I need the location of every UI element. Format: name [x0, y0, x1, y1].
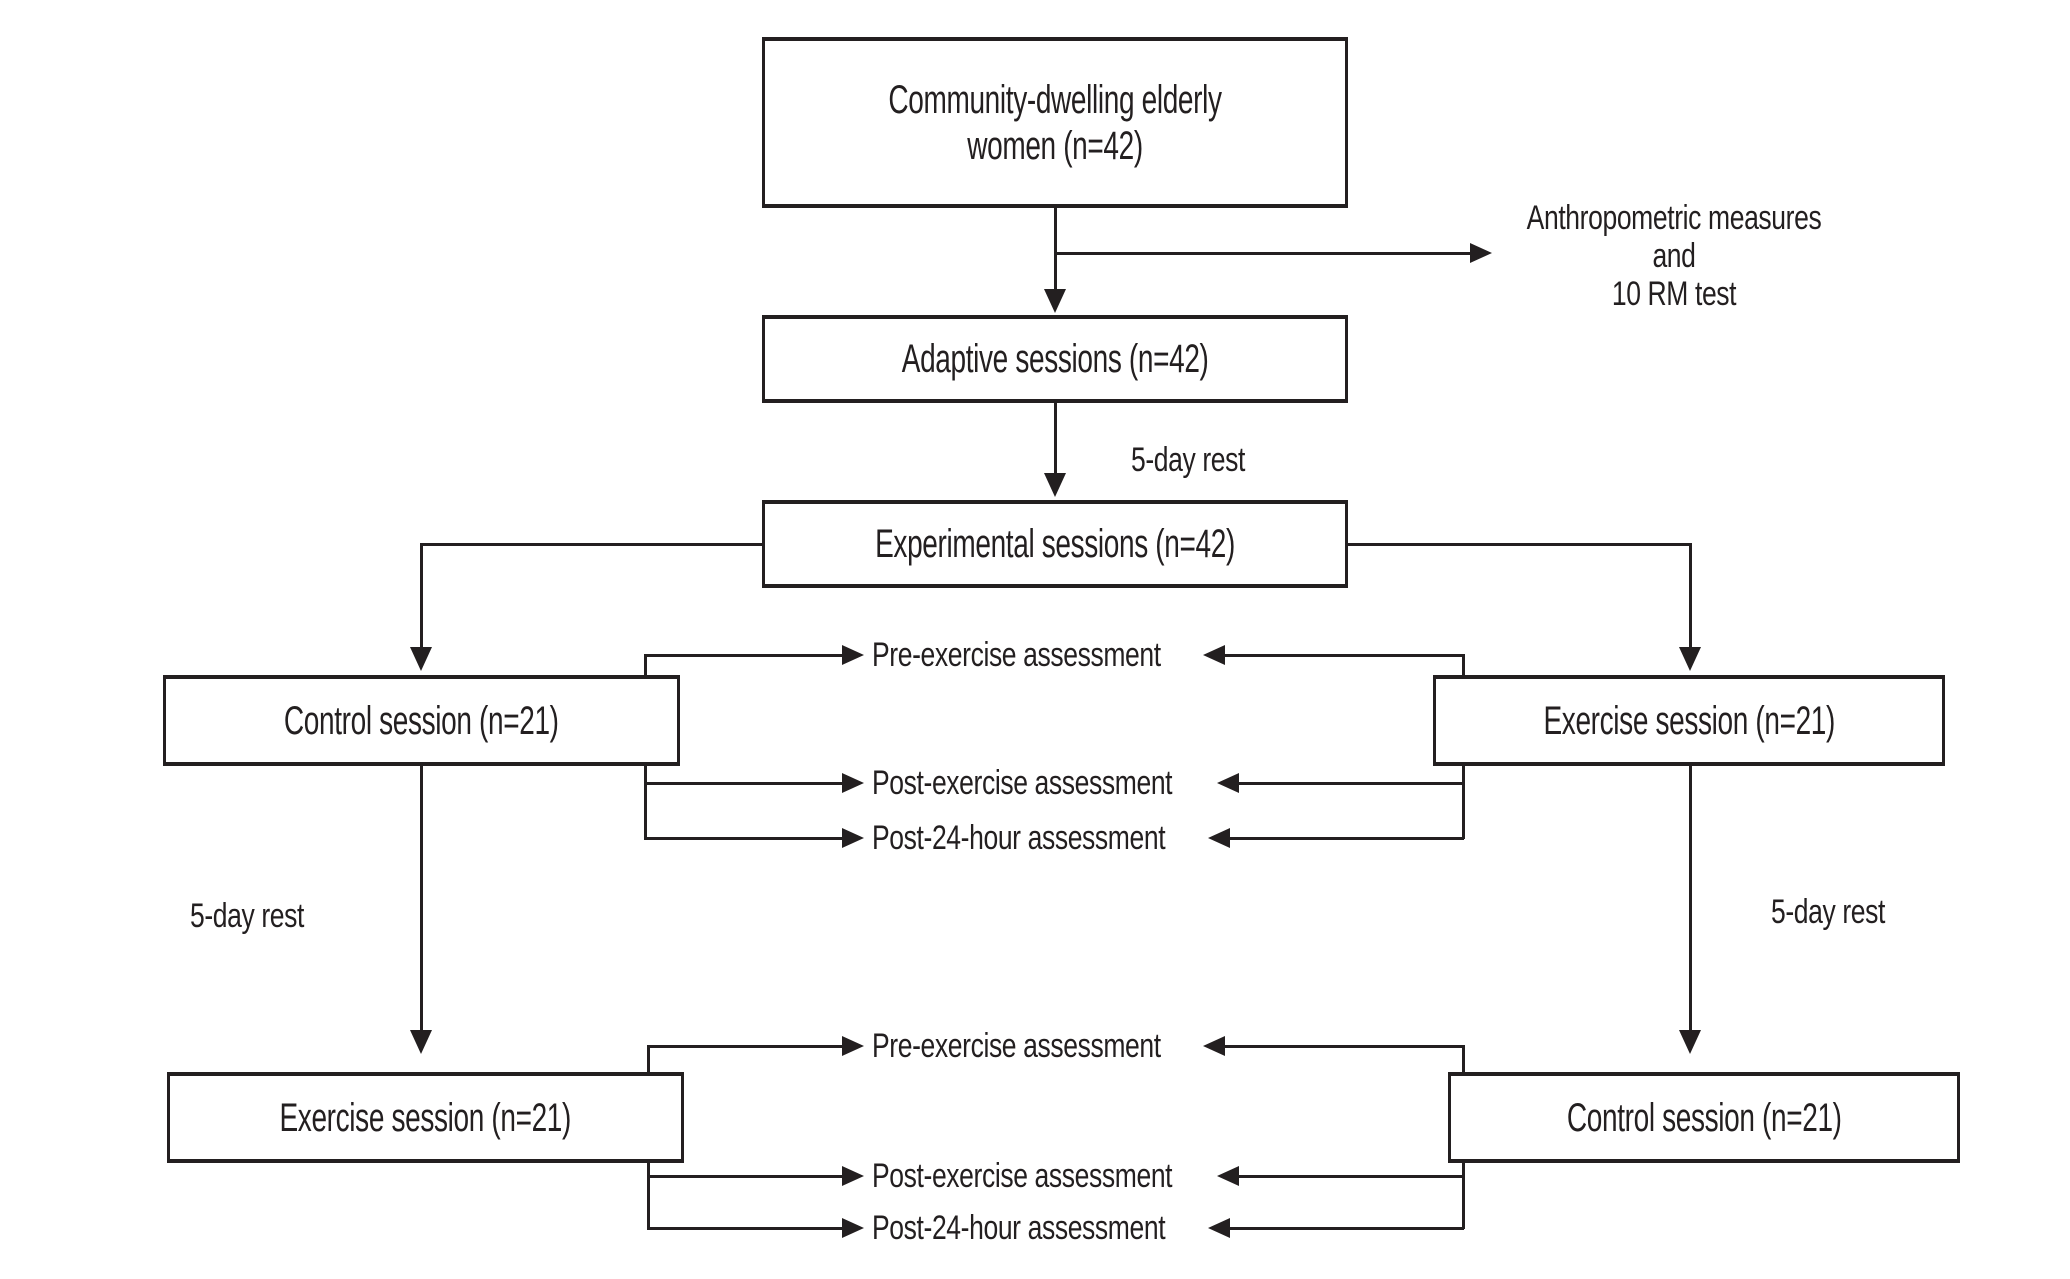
post-exercise-assessment-1: Post-exercise assessment [872, 764, 1173, 802]
box-experimental-sessions: Experimental sessions (n=42) [762, 500, 1348, 588]
anthropometric-note: Anthropometric measures and 10 RM test [1526, 199, 1822, 313]
bracket1-left-top-stub [644, 654, 647, 676]
box-adaptive-sessions: Adaptive sessions (n=42) [762, 315, 1348, 403]
bracket1-right-top-stub [1462, 654, 1465, 676]
connector-population-to-adaptive [1054, 208, 1057, 303]
arrowhead-left [1217, 773, 1239, 793]
arrowhead-right [842, 1166, 864, 1186]
crossover-left-vertical [420, 765, 423, 1041]
branch-left-horizontal [420, 543, 762, 546]
pre1-right-line [1224, 654, 1464, 657]
bracket2-left-bottom-stub [647, 1162, 650, 1229]
arrowhead-down [1679, 1030, 1701, 1054]
rest-left-label: 5-day rest [189, 897, 305, 935]
arrowhead-down [1044, 289, 1066, 313]
arrowhead-right [842, 1218, 864, 1238]
box-control-session-second-label: Control session (n=21) [1566, 1095, 1842, 1140]
arrowhead-left [1203, 1036, 1225, 1056]
box-population-label: Community-dwelling elderly women (n=42) [888, 77, 1222, 168]
branch-right-horizontal [1348, 543, 1691, 546]
arrowhead-left [1217, 1166, 1239, 1186]
arrowhead-right [842, 773, 864, 793]
box-exercise-session-second-label: Exercise session (n=21) [279, 1095, 572, 1140]
rest-right-label: 5-day rest [1770, 893, 1886, 931]
arrowhead-right [842, 828, 864, 848]
pre-exercise-assessment-2: Pre-exercise assessment [872, 1027, 1161, 1065]
bracket1-right-bottom-stub [1462, 765, 1465, 839]
crossover-right-vertical [1689, 765, 1692, 1041]
branch-right-vertical [1689, 543, 1692, 658]
arrowhead-down [1044, 473, 1066, 497]
post1-left-line [644, 782, 842, 785]
post2-left-line [647, 1175, 842, 1178]
post-exercise-assessment-2: Post-exercise assessment [872, 1157, 1173, 1195]
post24-1-right-line [1229, 837, 1464, 840]
arrowhead-right [842, 1036, 864, 1056]
pre1-left-line [644, 654, 842, 657]
post24-2-right-line [1229, 1227, 1464, 1230]
arrowhead-right [842, 645, 864, 665]
arrowhead-down [410, 1030, 432, 1054]
box-exercise-session-first: Exercise session (n=21) [1433, 675, 1945, 766]
box-population: Community-dwelling elderly women (n=42) [762, 37, 1348, 208]
pre2-right-line [1224, 1045, 1464, 1048]
arrowhead-left [1208, 1218, 1230, 1238]
box-control-session-first-label: Control session (n=21) [284, 698, 559, 743]
connector-to-anthropometric [1054, 252, 1482, 255]
rest-after-adaptive-label: 5-day rest [1130, 441, 1246, 479]
post1-right-line [1238, 782, 1464, 785]
box-control-session-first: Control session (n=21) [163, 675, 680, 766]
arrowhead-left [1203, 645, 1225, 665]
box-control-session-second: Control session (n=21) [1448, 1072, 1960, 1163]
branch-left-vertical [420, 543, 423, 658]
pre2-left-line [647, 1045, 842, 1048]
post-24-hour-assessment-1: Post-24-hour assessment [872, 819, 1166, 857]
post24-1-left-line [644, 837, 842, 840]
arrowhead-right [1470, 243, 1492, 263]
bracket2-left-top-stub [647, 1045, 650, 1073]
arrowhead-down [1679, 647, 1701, 671]
post2-right-line [1238, 1175, 1464, 1178]
pre-exercise-assessment-1: Pre-exercise assessment [872, 636, 1161, 674]
box-adaptive-sessions-label: Adaptive sessions (n=42) [901, 337, 1209, 381]
box-exercise-session-second: Exercise session (n=21) [167, 1072, 684, 1163]
box-experimental-sessions-label: Experimental sessions (n=42) [875, 522, 1235, 566]
post24-2-left-line [647, 1227, 842, 1230]
arrowhead-down [410, 647, 432, 671]
arrowhead-left [1208, 828, 1230, 848]
box-exercise-session-first-label: Exercise session (n=21) [1543, 698, 1835, 743]
bracket1-left-bottom-stub [644, 765, 647, 839]
connector-adaptive-to-experimental [1054, 403, 1057, 484]
bracket2-right-bottom-stub [1462, 1162, 1465, 1229]
post-24-hour-assessment-2: Post-24-hour assessment [872, 1209, 1166, 1247]
bracket2-right-top-stub [1462, 1045, 1465, 1073]
